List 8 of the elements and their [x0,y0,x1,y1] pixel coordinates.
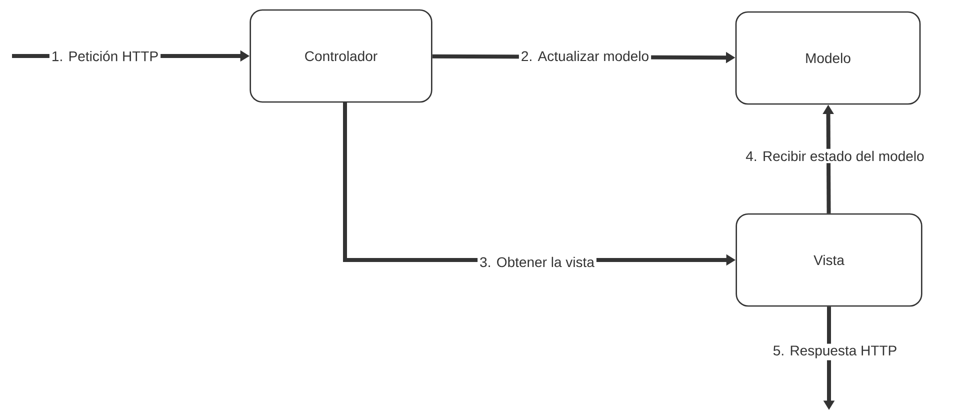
edge-label: 5. Respuesta HTTP [770,344,900,360]
edge-label: 3. Obtener la vista [478,254,596,270]
edge-label: 2. Actualizar modelo [518,48,652,64]
edge-label: 4. Recibir estado del modelo [744,148,926,164]
edge-label: 1. Petición HTTP [49,48,161,64]
process-box: Vista [736,213,922,307]
process-box: Controlador [250,9,432,103]
process-box: Modelo [735,11,921,105]
